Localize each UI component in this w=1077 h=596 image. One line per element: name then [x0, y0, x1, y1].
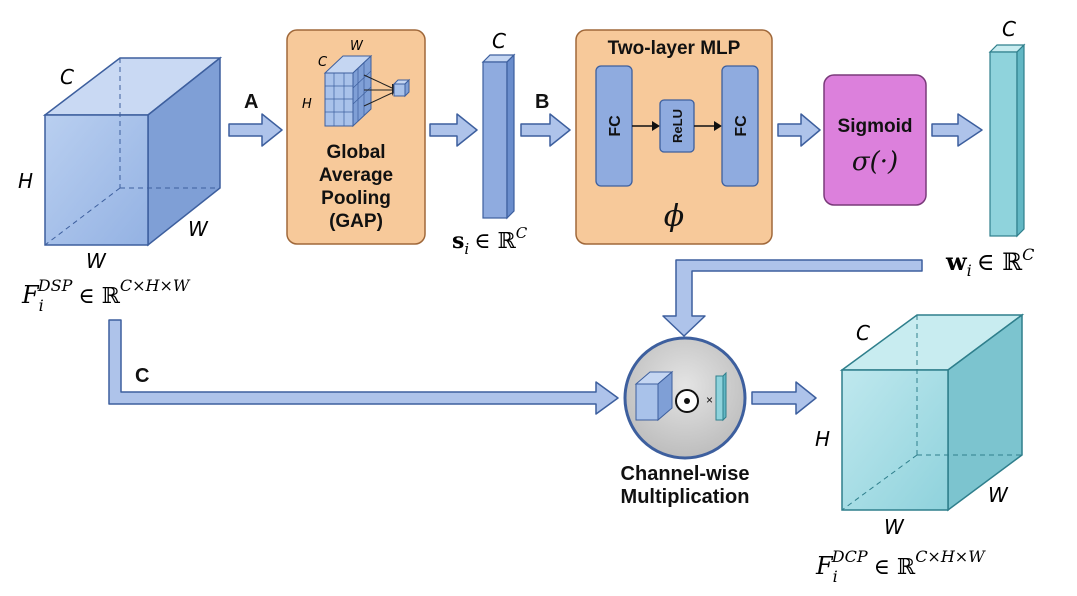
arrow-c-label: C [135, 365, 149, 387]
output-hidden-edge-3 [841, 454, 918, 511]
arrow-b-shape [520, 113, 571, 147]
s-vector-label-c: C [492, 29, 506, 53]
arrow-mlp-to-sigmoid [777, 113, 821, 147]
arrow-a: A [228, 91, 283, 147]
input-label-h: H [18, 169, 33, 193]
mlp-relu-label: ReLU [670, 109, 685, 143]
multiply-text-1: Channel-wise [621, 463, 750, 485]
multiply-times: × [706, 393, 713, 407]
sigmoid-block: Sigmoid σ(·) [823, 74, 927, 206]
mlp-fc2-box [721, 65, 759, 187]
s-vector-formula: si∈ ℝC [452, 224, 528, 258]
sigmoid-formula: σ(·) [852, 147, 898, 177]
output-label-w-side: W [988, 483, 1009, 507]
arrow-a-label: A [244, 91, 258, 113]
output-label-h: H [815, 427, 830, 451]
mlp-title: Two-layer MLP [608, 38, 741, 59]
arrow-b-label: B [535, 91, 549, 113]
input-hidden-edge-3 [44, 187, 121, 246]
mlp-block: Two-layer MLP FC ReLU FC ϕ [575, 29, 773, 245]
mlp-fc1-label: FC [607, 115, 624, 137]
multiply-text-2: Multiplication [621, 486, 750, 508]
w-vector-formula: wi∈ ℝC [945, 245, 1034, 280]
output-formula: FiDCP∈ ℝC×H×W [815, 547, 986, 586]
gap-icon: C W H [302, 39, 411, 128]
arrow-sigmoid-to-w [931, 113, 983, 147]
arrow-c: C [108, 319, 619, 415]
input-label-w-bottom: W [86, 249, 107, 273]
gap-block: C W H Global Average Pooling (GAP) [286, 29, 426, 245]
arrow-gap-to-s [429, 113, 478, 147]
mlp-fc2-label: FC [733, 115, 750, 137]
gap-icon-label-c: C [318, 55, 328, 70]
output-label-c: C [856, 321, 870, 345]
gap-box [286, 29, 426, 245]
gap-text-1: Global [326, 142, 385, 163]
sigmoid-title: Sigmoid [838, 116, 913, 137]
input-formula: FiDSP∈ ℝC×H×W [21, 276, 191, 315]
input-tensor: C H W W FiDSP∈ ℝC×H×W [18, 56, 223, 315]
arrow-c-shape [108, 319, 619, 415]
w-vector-label-c: C [1002, 17, 1016, 41]
input-label-c: C [60, 65, 74, 89]
output-cube-front [841, 369, 949, 511]
gap-text-4: (GAP) [329, 211, 383, 232]
arrow-a-shape [228, 113, 283, 147]
multiply-mini-cube [634, 370, 674, 422]
output-tensor: C H W W FiDCP∈ ℝC×H×W [815, 313, 1025, 586]
multiply-block: × Channel-wise Multiplication [621, 336, 750, 508]
gap-text-3: Pooling [321, 188, 391, 209]
multiply-mini-vector [715, 371, 727, 422]
sigmoid-box [823, 74, 927, 206]
arrow-multiply-to-output [751, 381, 817, 415]
input-cube-front [44, 114, 149, 246]
s-vector: C si∈ ℝC [452, 29, 528, 258]
arrow-w-to-multiply [662, 259, 923, 337]
mlp-phi: ϕ [664, 199, 684, 234]
gap-icon-label-h: H [302, 97, 312, 112]
output-label-w-bottom: W [884, 515, 905, 539]
arrow-b: B [520, 91, 571, 147]
gap-text-2: Average [319, 165, 393, 186]
input-label-w-side: W [188, 217, 209, 241]
w-vector: C wi∈ ℝC [945, 17, 1034, 280]
gap-icon-label-w: W [350, 39, 364, 54]
